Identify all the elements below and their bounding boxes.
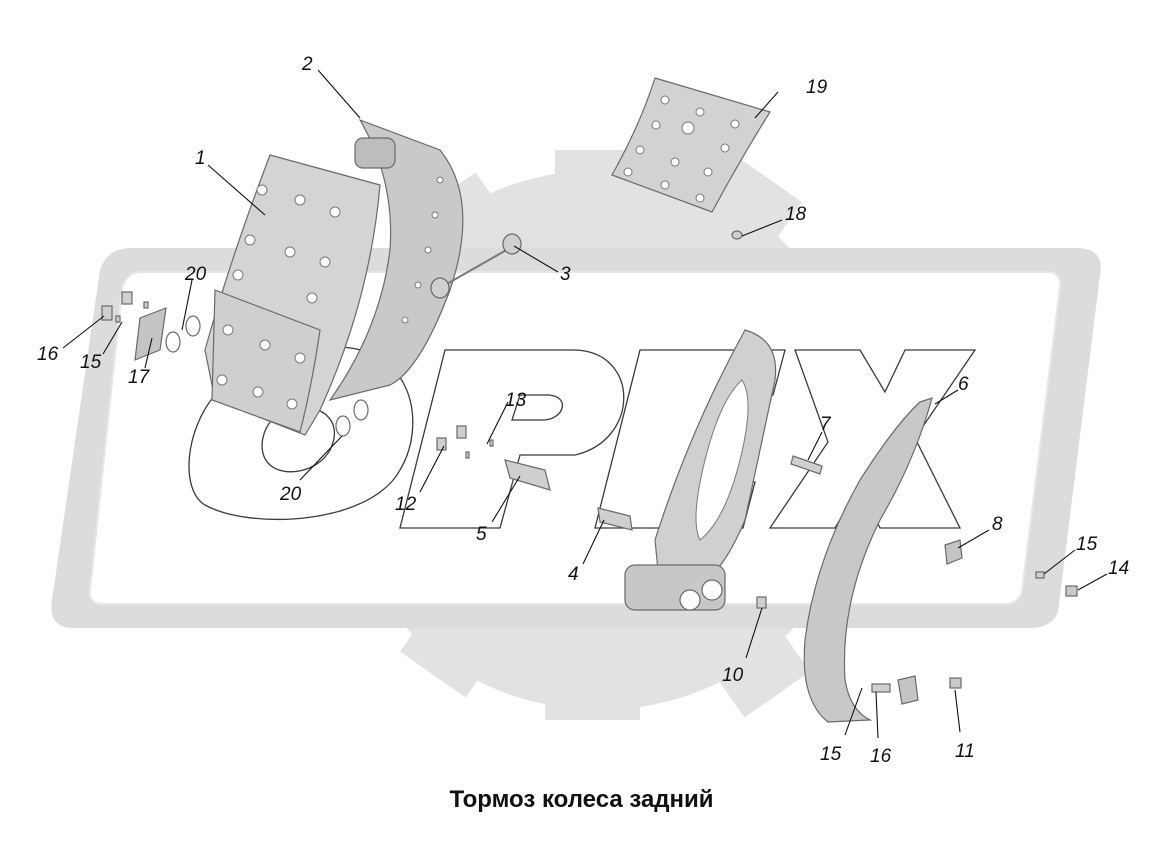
callout-3: 3 [560, 264, 571, 285]
brake-carrier [624, 329, 777, 611]
callout-19: 19 [806, 77, 828, 98]
shoe-roller [354, 137, 396, 169]
lining-rivet-holes [216, 176, 444, 410]
pad-rivet-holes [623, 95, 740, 203]
o-ring [165, 331, 181, 353]
left-fasteners [101, 291, 369, 437]
nut [1065, 585, 1078, 597]
callout-4: 4 [568, 564, 579, 585]
lock-plate [134, 307, 167, 361]
callout-17: 17 [128, 367, 151, 388]
o-ring [335, 415, 351, 437]
callout-8: 8 [992, 514, 1003, 535]
callout-20b: 20 [279, 484, 302, 505]
washer [1035, 571, 1045, 579]
brake-shoe-lining-lower [211, 289, 321, 433]
callout-12: 12 [395, 494, 417, 515]
return-spring [430, 233, 522, 299]
o-ring [185, 315, 201, 337]
bolt [871, 683, 891, 693]
letter-r [399, 349, 625, 529]
brake-shoe-assembly [204, 118, 464, 436]
callout-15c: 15 [820, 744, 842, 765]
callout-10: 10 [722, 665, 744, 686]
callout-15b: 15 [1076, 534, 1098, 555]
callout-6: 6 [958, 374, 969, 395]
callout-7: 7 [820, 414, 832, 435]
callout-2: 2 [301, 54, 313, 75]
nut [949, 677, 962, 689]
callout-11: 11 [955, 741, 975, 762]
parts [101, 77, 1078, 723]
callout-5: 5 [476, 524, 487, 545]
letter-h [768, 349, 977, 529]
bolt [790, 455, 823, 475]
callout-1: 1 [195, 148, 206, 169]
o-ring [353, 399, 369, 421]
callout-18: 18 [785, 204, 807, 225]
axle-pin [504, 459, 551, 491]
leader-lines [62, 69, 1108, 739]
callout-20a: 20 [184, 264, 207, 285]
brake-shoe-back [328, 118, 464, 401]
watermark [51, 150, 1101, 720]
plug [944, 539, 963, 565]
callout-labels: 1 2 3 4 5 6 7 8 10 11 12 13 14 15 15 15 … [37, 54, 1129, 767]
center-small-parts [436, 425, 633, 531]
callout-14: 14 [1108, 558, 1129, 579]
callout-16b: 16 [870, 746, 892, 767]
diagram-title: Тормоз колеса задний [449, 786, 714, 813]
rivet [731, 230, 743, 240]
dust-shield [803, 397, 933, 723]
callout-13: 13 [505, 390, 527, 411]
bracket [897, 675, 919, 705]
cam-pin [597, 507, 633, 531]
callout-16a: 16 [37, 344, 59, 365]
brake-lining-pad [611, 77, 771, 213]
bushing [756, 596, 767, 609]
callout-15a: 15 [80, 352, 102, 373]
